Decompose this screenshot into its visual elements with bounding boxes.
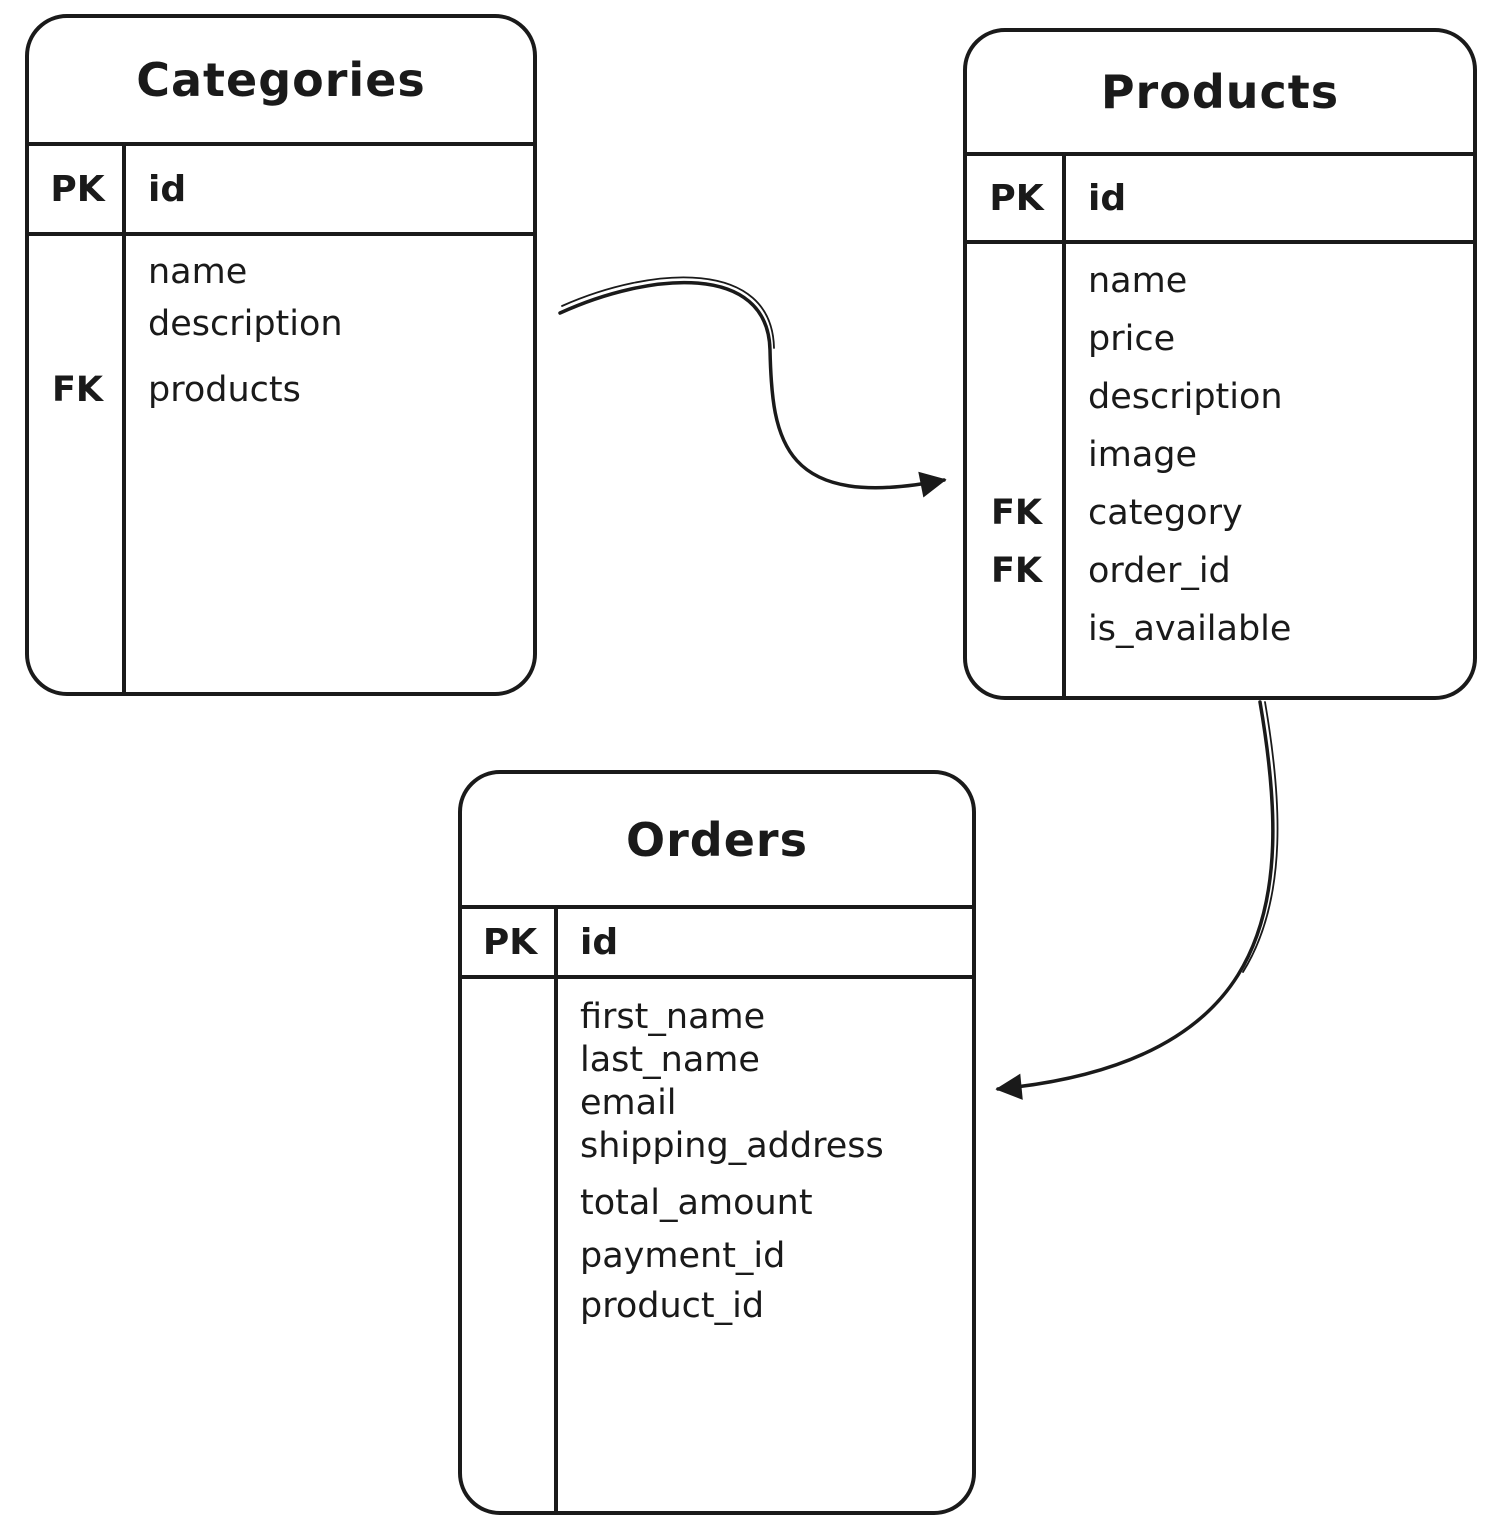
pk-label: PK	[482, 921, 538, 963]
field-first-name: first_name	[580, 996, 766, 1037]
entity-products-title: Products	[1100, 65, 1340, 119]
field-id: id	[580, 921, 619, 963]
table-row: description	[967, 368, 1473, 426]
field-name: name	[1088, 261, 1188, 301]
entity-orders-rows: first_name last_name email shipping_addr…	[462, 979, 972, 1327]
entity-orders[interactable]: Orders PK id first_name last_name email	[458, 770, 976, 1515]
table-row: name	[967, 252, 1473, 310]
field-id: id	[148, 168, 187, 210]
relation-arrow-products-orders[interactable]	[995, 700, 1279, 1100]
field-id: id	[1088, 177, 1127, 219]
table-row: last_name	[462, 1038, 972, 1081]
entity-products-header: PK id	[967, 156, 1473, 244]
table-row: FK category	[967, 484, 1473, 542]
field-is-available: is_available	[1088, 609, 1292, 649]
fk-label: FK	[51, 370, 104, 410]
pk-label: PK	[989, 177, 1044, 219]
table-row: product_id	[462, 1284, 972, 1327]
field-price: price	[1088, 319, 1176, 359]
entity-categories[interactable]: Categories PK id name description FK pro…	[25, 14, 537, 696]
table-row: image	[967, 426, 1473, 484]
table-row: shipping_address	[462, 1124, 972, 1167]
key-column-divider	[554, 909, 558, 1511]
field-image: image	[1088, 435, 1198, 475]
field-name: name	[148, 252, 248, 292]
field-email: email	[580, 1082, 677, 1123]
field-shipping-address: shipping_address	[580, 1125, 884, 1166]
pk-label: PK	[50, 168, 105, 210]
entity-orders-table: PK id first_name last_name email	[462, 905, 972, 1511]
relation-arrow-categories-products[interactable]	[558, 276, 947, 498]
entity-orders-title: Orders	[626, 812, 808, 867]
entity-categories-header: PK id	[29, 146, 533, 236]
table-row: price	[967, 310, 1473, 368]
table-row: total_amount	[462, 1181, 972, 1224]
table-row: description	[29, 298, 533, 350]
field-payment-id: payment_id	[580, 1235, 786, 1276]
entity-categories-rows: name description FK products	[29, 236, 533, 416]
fk-label: FK	[990, 493, 1043, 533]
key-column-divider	[1062, 156, 1066, 696]
table-row: payment_id	[462, 1234, 972, 1277]
key-column-divider	[122, 146, 126, 692]
field-description: description	[148, 304, 343, 344]
field-last-name: last_name	[580, 1039, 760, 1080]
field-description: description	[1088, 377, 1283, 417]
field-products: products	[148, 370, 301, 410]
field-total-amount: total_amount	[580, 1182, 813, 1223]
table-row: FK order_id	[967, 542, 1473, 600]
entity-products[interactable]: Products PK id name price description	[963, 28, 1477, 700]
field-product-id: product_id	[580, 1285, 765, 1326]
entity-categories-table: PK id name description FK products	[29, 142, 533, 692]
field-order-id: order_id	[1088, 551, 1231, 591]
table-row: FK products	[29, 364, 533, 416]
entity-orders-header: PK id	[462, 909, 972, 979]
field-category: category	[1088, 493, 1243, 533]
entity-categories-title: Categories	[136, 53, 426, 107]
entity-products-rows: name price description image FK category	[967, 244, 1473, 658]
table-row: first_name	[462, 995, 972, 1038]
table-row: is_available	[967, 600, 1473, 658]
fk-label: FK	[990, 551, 1043, 591]
table-row: email	[462, 1081, 972, 1124]
entity-products-table: PK id name price description im	[967, 152, 1473, 696]
table-row: name	[29, 246, 533, 298]
